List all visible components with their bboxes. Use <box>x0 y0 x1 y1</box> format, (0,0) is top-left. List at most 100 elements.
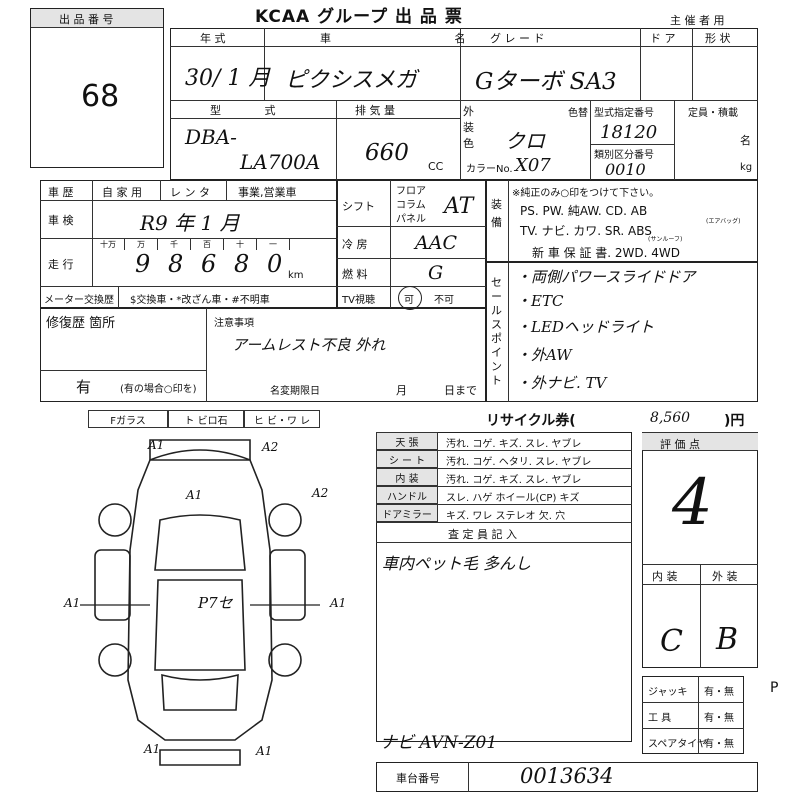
history-opt-business: 事業,営業車 <box>238 186 297 199</box>
navi-value: ナビ AVN-Z01 <box>380 733 498 753</box>
form-title: KCAA グループ 出 品 票 <box>255 7 463 27</box>
model-value-2: LA700A <box>240 150 321 174</box>
damage-mark-hood: A1 <box>186 488 203 502</box>
tool-row-label: 工 具 <box>648 713 672 724</box>
chassis-label: 車台番号 <box>396 772 440 785</box>
tool-row-label: ジャッキ <box>648 687 688 698</box>
type-number-value: 18120 <box>600 122 658 143</box>
repair-value: 有 <box>76 378 92 396</box>
shift-panel: パネル <box>396 214 426 225</box>
color-number-value: X07 <box>515 155 551 176</box>
notes-label: 注意事項 <box>214 318 254 329</box>
cc-label: CC <box>428 160 444 173</box>
shape-label: 形 状 <box>705 32 731 45</box>
tool-row-value: 有・無 <box>704 739 734 750</box>
damage-mark-right-fender: A2 <box>312 486 329 500</box>
color-value: クロ <box>505 129 545 153</box>
damage-mark-rear-left: A1 <box>144 742 161 756</box>
mileage-unit-5: 一 <box>257 238 290 250</box>
equipment-line1: PS. PW. 純AW. CD. AB <box>520 204 648 218</box>
damage-mark-rear-right: A1 <box>256 744 273 758</box>
equipment-label: 装備 <box>491 198 502 229</box>
selling-point-4: ・外AW <box>516 346 572 364</box>
class-number-label: 類別区分番号 <box>594 150 654 161</box>
type-number-label: 型式指定番号 <box>594 108 654 119</box>
car-body-diagram <box>80 439 320 766</box>
diagram-center-text: P7セ <box>198 594 233 612</box>
equipment-line1-sub: (エアバッグ) <box>706 218 741 225</box>
selling-point-2: ・ETC <box>516 292 564 310</box>
equipment-line2: TV. ナビ. カワ. SR. ABS <box>520 224 652 238</box>
tv-no: 不可 <box>434 295 454 306</box>
fuel-label: 燃 料 <box>342 268 368 281</box>
equipment-note: ※純正のみ○印をつけて下さい。 <box>512 188 660 199</box>
condition-row-text: キズ. ワレ ステレオ 欠. 穴 <box>446 511 566 522</box>
lot-number: 68 <box>81 79 120 114</box>
capacity-label: 定員・積載 <box>688 108 738 119</box>
equipment-frame <box>486 180 758 262</box>
condition-row-label: ハンドル <box>376 486 438 504</box>
damage-mark-front-left: A1 <box>148 438 165 452</box>
equipment-line3: 新 車 保 証 書. 2WD. 4WD <box>532 246 680 260</box>
tool-row-label: スペアタイヤ <box>648 739 707 750</box>
deadline-day: 日まで <box>444 384 477 397</box>
exterior-label: 外 装 <box>712 570 738 583</box>
capacity-unit-kg: kg <box>740 162 753 173</box>
tools-frame <box>642 676 744 754</box>
condition-row-text: 汚れ. コゲ. キズ. スレ. ヤブレ <box>446 439 582 450</box>
exterior-color-label: 外装色 <box>463 105 474 150</box>
recycle-unit: )円 <box>724 413 745 429</box>
rating-score: 4 <box>672 466 713 540</box>
displacement-label: 排 気 量 <box>355 104 395 117</box>
shift-column: コラム <box>396 200 426 211</box>
damage-mark-front-right: A2 <box>262 440 279 454</box>
margin-mark-p: P <box>770 680 779 696</box>
recycle-value: 8,560 <box>650 410 691 426</box>
mileage-digit-5: 0 <box>267 250 283 278</box>
history-opt-rental: レ ン タ <box>170 186 210 199</box>
tv-label: TV視聴 <box>342 295 375 306</box>
mileage-km: km <box>288 270 304 281</box>
mileage-digit-3: 6 <box>201 250 217 278</box>
inspector-label: 査 定 員 記 入 <box>448 528 517 541</box>
mileage-unit-3: 百 <box>191 238 224 250</box>
name-value: ピクシスメガ <box>285 68 418 93</box>
condition-frame <box>376 432 632 742</box>
name-label: 車 名 <box>320 32 526 45</box>
damage-mark-left-side: A1 <box>64 596 81 610</box>
rating-label: 評 価 点 <box>660 438 700 451</box>
repair-note: (有の場合○印を) <box>120 384 197 395</box>
tool-row-value: 有・無 <box>704 713 734 724</box>
year-label: 年 式 <box>200 32 226 45</box>
selling-point-3: ・LEDヘッドライト <box>516 318 654 336</box>
selling-points-label: セールスポイント <box>491 276 502 387</box>
displacement-value: 660 <box>365 140 409 166</box>
mileage-unit-2: 千 <box>158 238 191 250</box>
damage-mark-right-side: A1 <box>330 596 347 610</box>
meter-exchange-options: $交換車・*改ざん車・#不明車 <box>130 295 270 306</box>
condition-row-text: 汚れ. コゲ. ヘタリ. スレ. ヤブレ <box>446 457 592 468</box>
history-frame <box>40 180 338 308</box>
shift-value: AT <box>444 194 474 219</box>
mileage-digit-1: 9 <box>135 250 151 278</box>
condition-row-text: 汚れ. コゲ. キズ. スレ. ヤブレ <box>446 475 582 486</box>
year-value: 30/ 1 月 <box>185 66 271 91</box>
history-label: 車 歴 <box>48 186 74 199</box>
deadline-label: 名変期限日 <box>270 386 320 397</box>
mileage-digit-4: 8 <box>234 250 250 278</box>
glass-item-chip: ト ビロ石 <box>168 410 244 428</box>
notes-value: アームレスト不良 外れ <box>232 336 386 354</box>
organizer-label: 主 催 者 用 <box>670 14 725 27</box>
interior-value: C <box>660 624 683 659</box>
color-number-label: カラーNo. <box>466 164 513 175</box>
mileage-label: 走 行 <box>48 258 74 271</box>
mileage-unit-4: 十 <box>224 238 257 250</box>
grade-label: グ レ ー ド <box>490 32 545 45</box>
tv-yes-circle-mark <box>398 286 422 310</box>
inspection-label: 車 検 <box>48 214 74 227</box>
tool-row-value: 有・無 <box>704 687 734 698</box>
repair-label: 修復歴 箇所 <box>46 316 116 331</box>
model-label: 型 式 <box>210 104 296 117</box>
color-change-label: 色替 <box>568 108 588 119</box>
selling-point-1: ・両側パワースライドドア <box>516 268 696 286</box>
